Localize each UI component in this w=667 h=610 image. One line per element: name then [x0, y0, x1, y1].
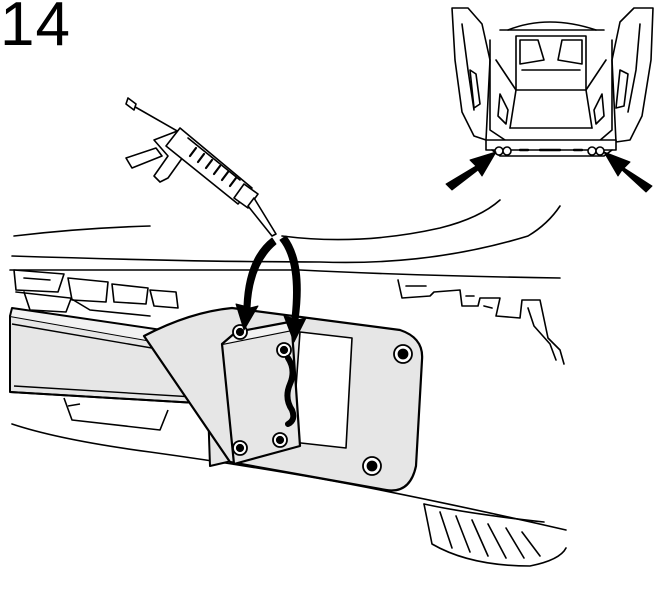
curved-arrow-icon — [279, 235, 307, 343]
sealant-bead — [284, 355, 297, 427]
bolt — [362, 456, 382, 476]
bolt — [393, 344, 413, 364]
right-rear-door — [611, 7, 654, 143]
bolt — [232, 440, 248, 456]
pointer-arrow-icon — [603, 151, 653, 193]
sealant-caulk-gun-icon — [125, 97, 277, 237]
bolt — [276, 342, 292, 358]
mounting-plate — [142, 306, 424, 492]
bolt — [272, 432, 288, 448]
step-number: 14 — [0, 0, 71, 59]
vehicle-body — [9, 199, 567, 567]
van-rear-inset — [451, 7, 654, 157]
curved-arrow-icon — [235, 237, 277, 331]
pointer-arrow-icon — [445, 151, 497, 191]
